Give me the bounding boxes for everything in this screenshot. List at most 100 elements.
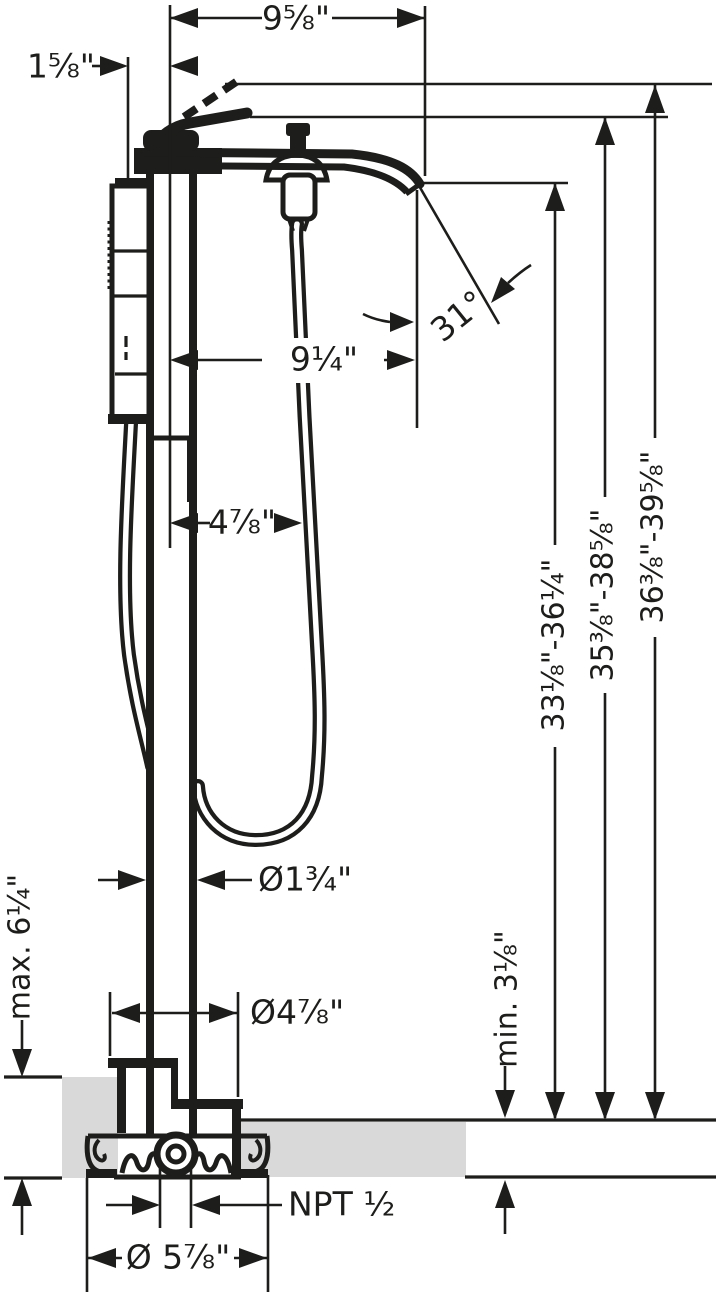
angle-line <box>416 183 501 325</box>
dim-label-top-width: 9⅝" <box>262 0 330 38</box>
arrowhead-left <box>170 350 198 370</box>
leader-lower <box>362 312 391 324</box>
arrowhead-right <box>170 56 198 76</box>
escutcheon-wall-left <box>117 1068 126 1133</box>
handshower-top-cap <box>115 178 146 188</box>
spout-assembly <box>134 76 425 232</box>
dim-label-hose-offset: 4⅞" <box>208 503 276 542</box>
escutcheon-step <box>171 1058 178 1105</box>
handshower-bottom-cap <box>108 414 154 424</box>
flange-right-foot <box>231 1169 268 1178</box>
arrowhead-right <box>239 1248 267 1268</box>
shower-hose <box>118 217 327 848</box>
arrowhead-bottom <box>595 1092 615 1120</box>
dim-floor-max: max. 6¼" <box>3 874 38 1235</box>
dim-handshower-offset: 1⅝" <box>27 47 198 86</box>
dim-label-height-spout: 35⅜"-38⅝" <box>586 509 621 682</box>
dim-riser-diameter: Ø1¾" <box>98 860 352 899</box>
arrowhead-bottom <box>645 1092 665 1120</box>
dim-hose-offset: 4⅞" <box>170 503 302 542</box>
arrowhead-left <box>170 8 198 28</box>
ext-lines <box>158 1162 193 1228</box>
dim-label-spout-reach: 9¼" <box>290 340 358 379</box>
hose-left-run-core <box>122 421 155 769</box>
escutcheon-top-left <box>108 1058 178 1068</box>
spout-top-edge <box>141 147 425 189</box>
handle-lever-alt-position <box>181 76 242 121</box>
handle-lever <box>152 107 253 148</box>
dim-label-riser-diameter: Ø1¾" <box>258 860 352 899</box>
arrowhead-down <box>12 1049 32 1077</box>
arrowhead-right <box>387 350 415 370</box>
dim-height-handle: 36⅜"-39⅝" <box>636 85 671 1120</box>
pipe-wall-right <box>189 172 197 1136</box>
arrowhead-bottom <box>545 1092 565 1120</box>
arrowhead-upper <box>491 277 515 303</box>
dimension-annotations: 9⅝" 1⅝" 31° 9¼" <box>3 0 712 1292</box>
floor-slab-right <box>238 1122 466 1177</box>
arrowhead-right <box>197 870 225 890</box>
hand-shower <box>107 178 154 424</box>
flange-right-curl <box>248 1138 263 1163</box>
hose-fitting <box>280 172 318 222</box>
dim-label-height-handle: 36⅜"-39⅝" <box>636 451 671 624</box>
dim-label-floor-max: max. 6¼" <box>3 874 38 1020</box>
arrowhead-top <box>645 85 665 113</box>
arrowhead-left <box>88 1248 116 1268</box>
label-mask <box>262 338 384 383</box>
dim-label-handshower-offset: 1⅝" <box>27 47 95 86</box>
dim-height-spout: 35⅜"-38⅝" <box>586 117 621 1120</box>
dim-label-base-diameter: Ø 5⅞" <box>126 1238 231 1277</box>
supply-fitting-bore <box>165 1143 187 1165</box>
dim-connection: NPT ½ <box>106 1162 395 1228</box>
arrowhead-right <box>209 1003 237 1023</box>
arrowhead-right <box>192 1195 220 1215</box>
pipe-interior <box>154 172 189 1135</box>
pipe-wall-left <box>146 172 154 1136</box>
dim-height-outlet: 33⅛"-36¼" <box>537 183 572 1120</box>
pipe-union-sleeve <box>187 438 197 502</box>
arrowhead-right <box>274 513 302 533</box>
dim-spout-reach: 9¼" <box>170 338 415 383</box>
ext-lines <box>85 1175 270 1292</box>
mounting-base <box>84 1058 271 1180</box>
dim-escutcheon-diameter: Ø4⅞" <box>108 992 344 1097</box>
dim-spout-angle: 31° <box>362 183 532 350</box>
arrowhead-left <box>170 513 198 533</box>
dim-label-connection: NPT ½ <box>288 1185 395 1224</box>
arrowhead-down <box>495 1090 515 1118</box>
flange-left-curl <box>92 1138 107 1163</box>
hose-fitting-neck <box>287 218 310 232</box>
arrowhead-up <box>495 1180 515 1208</box>
gasket-wave-right <box>190 1151 234 1174</box>
dim-label-height-outlet: 33⅛"-36¼" <box>537 559 572 732</box>
arrowhead-right <box>397 8 425 28</box>
dim-top-width: 9⅝" <box>170 0 425 38</box>
arrowhead-up <box>12 1178 32 1206</box>
arrowhead-left <box>100 56 128 76</box>
ext-lines <box>108 992 240 1097</box>
arrowhead-top <box>595 117 615 145</box>
label-mask <box>122 1236 234 1280</box>
arrowhead-left <box>112 1003 140 1023</box>
escutcheon-top-right <box>171 1099 243 1109</box>
leader-upper <box>507 263 532 284</box>
dim-label-floor-min: min. 3⅛" <box>490 930 525 1068</box>
flange-left-foot <box>86 1169 117 1178</box>
arrowhead-left <box>132 1195 160 1215</box>
arrowhead-left <box>118 870 146 890</box>
dim-label-spout-angle: 31° <box>423 282 493 349</box>
floor-section <box>4 1075 716 1180</box>
riser-pipe <box>146 172 197 1136</box>
arrowhead-lower <box>390 312 414 332</box>
arrowhead-top <box>545 183 565 211</box>
dim-label-escutcheon-diameter: Ø4⅞" <box>250 993 344 1032</box>
diverter-knob-top <box>286 123 310 136</box>
handshower-body <box>109 183 152 421</box>
dim-floor-min: min. 3⅛" <box>490 930 525 1234</box>
spout-bottom-edge <box>221 162 410 195</box>
escutcheon-wall-right <box>232 1108 241 1170</box>
dim-base-diameter: Ø 5⅞" <box>85 1175 270 1292</box>
